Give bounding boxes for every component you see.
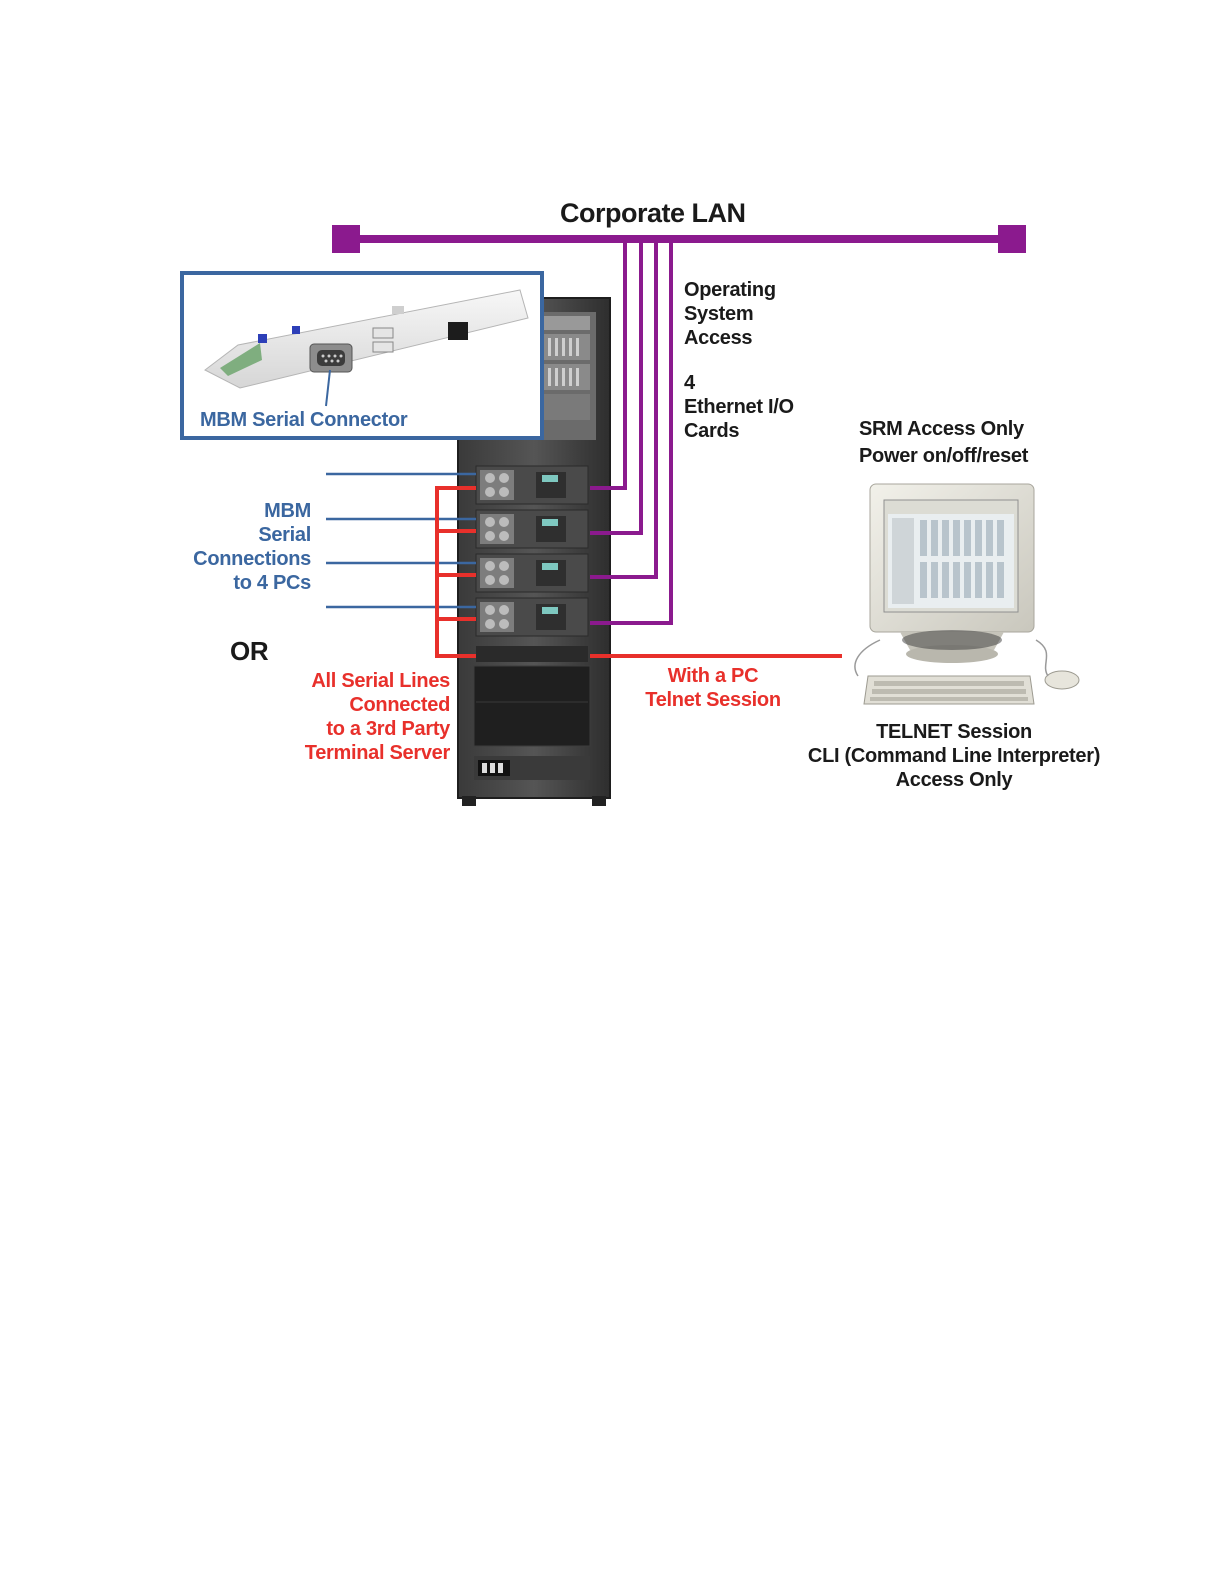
- mbm-connector-label: MBM Serial Connector: [200, 408, 407, 432]
- mbm-connections-line-3: Connections: [150, 547, 311, 571]
- lan-terminator-left: [332, 225, 360, 253]
- terminal-server-label: All Serial Lines Connected to a 3rd Part…: [260, 669, 450, 765]
- terminal-server-line-2: Connected: [260, 693, 450, 717]
- lan-bus: [332, 225, 1026, 253]
- srm-access-line-1: SRM Access Only: [859, 416, 1028, 443]
- telnet-pc-line-1: With a PC: [632, 664, 794, 688]
- ethernet-cards-line-2: Ethernet I/O: [684, 395, 794, 419]
- telnet-pc-label: With a PC Telnet Session: [632, 664, 794, 712]
- terminal-server-line-3: to a 3rd Party: [260, 717, 450, 741]
- mbm-connections-label: MBM Serial Connections to 4 PCs: [150, 499, 311, 595]
- mbm-connections-line-4: to 4 PCs: [150, 571, 311, 595]
- os-access-line-1: Operating: [684, 278, 776, 302]
- mbm-connections-line-2: Serial: [150, 523, 311, 547]
- terminal-server-line-1: All Serial Lines: [260, 669, 450, 693]
- ethernet-cards-line-1: 4: [684, 371, 794, 395]
- srm-access-line-2: Power on/off/reset: [859, 443, 1028, 470]
- telnet-cli-line-3: Access Only: [794, 768, 1114, 792]
- telnet-cli-line-1: TELNET Session: [794, 720, 1114, 744]
- or-label: OR: [230, 636, 268, 666]
- monitor: [870, 484, 1034, 663]
- os-access-label: Operating System Access: [684, 278, 776, 350]
- ethernet-cards-line-3: Cards: [684, 419, 794, 443]
- server-unit-2: [476, 510, 588, 548]
- ethernet-port: [448, 322, 468, 340]
- srm-access-label: SRM Access Only Power on/off/reset: [859, 416, 1028, 470]
- pc-workstation: [855, 484, 1079, 704]
- os-access-line-2: System: [684, 302, 776, 326]
- terminal-server-line-4: Terminal Server: [260, 741, 450, 765]
- ethernet-cards-label: 4 Ethernet I/O Cards: [684, 371, 794, 443]
- mbm-serial-lines: [326, 474, 476, 607]
- server-unit-3: [476, 554, 588, 592]
- server-unit-4: [476, 598, 588, 636]
- rack-pdu: [474, 756, 590, 780]
- os-access-line-3: Access: [684, 326, 776, 350]
- mouse: [1045, 671, 1079, 689]
- telnet-cli-label: TELNET Session CLI (Command Line Interpr…: [794, 720, 1114, 792]
- telnet-cli-line-2: CLI (Command Line Interpreter): [794, 744, 1114, 768]
- server-unit-1: [476, 466, 588, 504]
- keyboard: [864, 676, 1034, 704]
- lan-terminator-right: [998, 225, 1026, 253]
- mbm-connections-line-1: MBM: [150, 499, 311, 523]
- corporate-lan-title: Corporate LAN: [560, 198, 746, 228]
- db9-serial-connector: [310, 344, 352, 372]
- telnet-pc-line-2: Telnet Session: [632, 688, 794, 712]
